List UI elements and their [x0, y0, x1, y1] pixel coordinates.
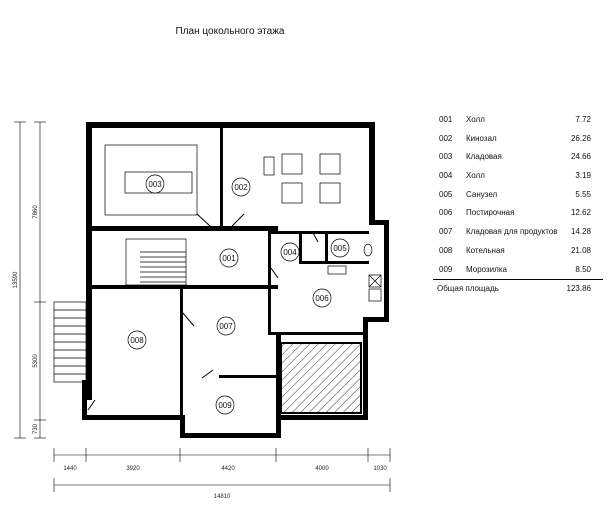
room-name: Постирочная — [466, 208, 515, 218]
seat-block — [263, 153, 341, 204]
room-label-009: 009 — [218, 401, 232, 410]
dim-bottom-2: 3920 — [126, 466, 140, 472]
room-area: 3.19 — [575, 171, 591, 181]
schedule-total: Общая площадь 123.86 — [433, 279, 603, 298]
room-name: Котельная — [466, 245, 505, 255]
room-name: Кладовая для продуктов — [466, 227, 558, 237]
room-area: 26.26 — [570, 133, 591, 143]
dim-left-3: 730 — [33, 423, 39, 434]
dim-bottom-3: 4420 — [221, 466, 235, 472]
hatched-area — [280, 342, 362, 414]
dim-bottom-4: 4000 — [315, 466, 329, 472]
schedule-row: 008 Котельная 21.08 — [433, 242, 603, 261]
room-code: 007 — [439, 227, 453, 237]
schedule-row: 009 Морозилка 8.50 — [433, 261, 603, 280]
room-code: 004 — [439, 171, 453, 181]
room-area: 21.08 — [570, 245, 591, 255]
room-label-001: 001 — [222, 254, 236, 263]
room-area: 5.55 — [575, 189, 591, 199]
schedule-row: 001 Холл 7.72 — [433, 111, 603, 130]
room-name: Кинозал — [466, 133, 497, 143]
bottom-dimensions — [53, 448, 391, 492]
room-code: 008 — [439, 245, 453, 255]
room-label-007: 007 — [219, 322, 233, 331]
room-name: Кладовая — [466, 152, 502, 162]
room-name: Холл — [466, 171, 485, 181]
room-area: 7.72 — [575, 115, 591, 124]
plan-title: План цокольного этажа — [175, 26, 285, 37]
room-labels: 003 002 001 004 005 006 007 008 009 — [127, 174, 350, 415]
dim-left-1: 7860 — [33, 205, 39, 219]
schedule-row: 007 Кладовая для продуктов 14.28 — [433, 223, 603, 242]
room-name: Морозилка — [466, 264, 507, 274]
room-code: 001 — [439, 115, 453, 124]
exterior-walls — [82, 122, 389, 438]
interior-walls — [180, 128, 369, 415]
room-area: 8.50 — [575, 264, 591, 274]
schedule-row: 003 Кладовая 24.66 — [433, 148, 603, 167]
room-label-002: 002 — [234, 183, 248, 192]
room-area: 14.28 — [570, 227, 591, 237]
schedule-row: 005 Санузел 5.55 — [433, 186, 603, 205]
room-label-004: 004 — [283, 248, 297, 257]
dim-bottom-1: 1440 — [63, 466, 77, 472]
dim-overall-width: 14810 — [214, 494, 231, 500]
room-code: 009 — [439, 264, 453, 274]
room-name: Холл — [466, 115, 485, 124]
room-code: 003 — [439, 152, 453, 162]
room-label-003: 003 — [148, 180, 162, 189]
dim-left-overall: 13590 — [13, 271, 19, 288]
room-label-006: 006 — [315, 294, 329, 303]
schedule-row: 004 Холл 3.19 — [433, 167, 603, 186]
room-label-008: 008 — [130, 336, 144, 345]
room-area: 12.62 — [570, 208, 591, 218]
dim-bottom-5: 1030 — [373, 466, 387, 472]
total-area: 123.86 — [566, 284, 591, 294]
room-code: 002 — [439, 133, 453, 143]
dim-left-2: 5300 — [33, 354, 39, 368]
schedule-row: 006 Постирочная 12.62 — [433, 204, 603, 223]
schedule-row: 002 Кинозал 26.26 — [433, 130, 603, 149]
room-code: 005 — [439, 189, 453, 199]
room-schedule: 001 Холл 7.72 002 Кинозал 26.26 003 Клад… — [433, 111, 603, 298]
room-002-furniture — [104, 144, 341, 216]
room-area: 24.66 — [570, 152, 591, 162]
room-name: Санузел — [466, 189, 498, 199]
staircase — [53, 238, 187, 383]
room-code: 006 — [439, 208, 453, 218]
total-label: Общая площадь — [437, 284, 499, 294]
left-dimensions — [14, 121, 46, 439]
sanitary-fixtures — [327, 243, 382, 302]
room-label-005: 005 — [333, 244, 347, 253]
door-swings — [87, 213, 319, 411]
